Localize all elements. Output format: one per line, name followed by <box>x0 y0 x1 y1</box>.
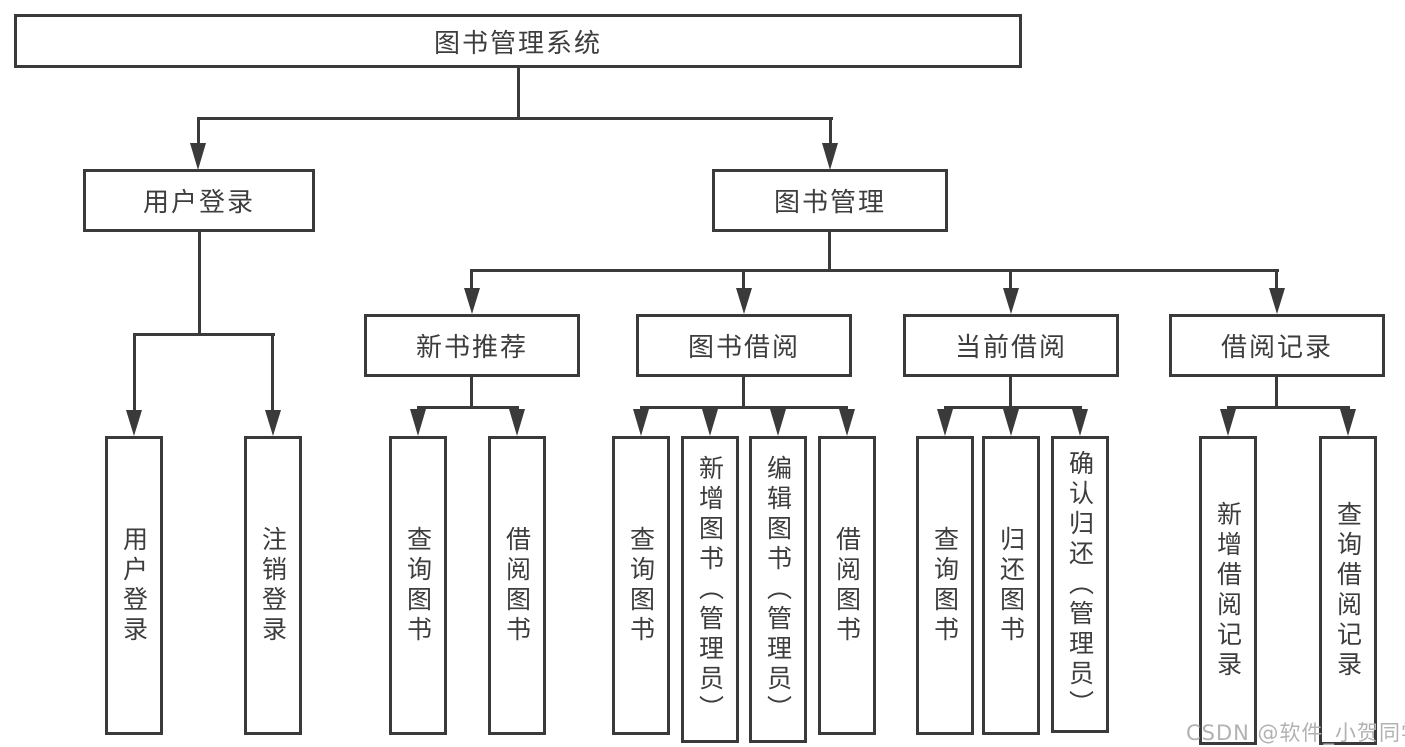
connector-book-management-stem <box>828 232 831 272</box>
leaf-user-login-label: 用户登录 <box>119 525 149 646</box>
arrow-down-icon <box>633 409 649 436</box>
connector-book-borrow-branch <box>640 406 848 409</box>
arrow-down-icon <box>937 409 953 436</box>
arrow-down-icon <box>410 409 426 436</box>
connector-book-borrow-stem <box>742 377 745 407</box>
leaf-borrow-books-recommend-label: 借阅图书 <box>502 525 532 646</box>
connector-current-borrow-stem <box>1009 377 1012 407</box>
arrow-down-icon <box>1269 288 1285 314</box>
leaf-query-books-borrow: 查询图书 <box>612 436 670 735</box>
node-root-label: 图书管理系统 <box>433 28 602 59</box>
connector-drop-book-borrow <box>742 272 745 288</box>
connector-drop-book-management <box>829 119 832 144</box>
leaf-edit-book-admin: 编辑图书（管理员） <box>749 436 807 743</box>
node-book-management-label: 图书管理 <box>773 188 886 218</box>
arrow-down-icon <box>1003 288 1019 314</box>
leaf-borrow-books: 借阅图书 <box>818 436 876 735</box>
connector-drop-login-leaf <box>133 335 136 410</box>
node-user-login: 用户登录 <box>83 169 315 232</box>
connector-new-book-branch <box>417 406 519 409</box>
connector-current-borrow-branch <box>944 406 1082 409</box>
watermark-text: CSDN @软件_小贺同学 <box>1186 721 1405 745</box>
arrow-down-icon <box>1072 409 1088 436</box>
node-root: 图书管理系统 <box>14 14 1022 68</box>
leaf-query-books-recommend-label: 查询图书 <box>403 525 433 646</box>
node-current-borrow-label: 当前借阅 <box>954 333 1067 363</box>
node-book-borrow-label: 图书借阅 <box>687 333 800 363</box>
connector-borrow-records-branch <box>1227 406 1350 409</box>
leaf-confirm-return-admin-label: 确认归还（管理员） <box>1065 449 1095 720</box>
leaf-return-book-label: 归还图书 <box>996 525 1026 646</box>
connector-drop-new-book <box>470 272 473 288</box>
arrow-down-icon <box>464 288 480 314</box>
connector-new-book-stem <box>470 377 473 407</box>
leaf-borrow-books-label: 借阅图书 <box>832 525 862 646</box>
arrow-down-icon <box>1220 409 1236 436</box>
arrow-down-icon <box>839 409 855 436</box>
arrow-down-icon <box>265 410 281 436</box>
connector-book-management-branch <box>470 269 1279 272</box>
leaf-query-borrow-record-label: 查询借阅记录 <box>1333 500 1363 681</box>
connector-user-login-stem <box>198 232 201 335</box>
leaf-query-borrow-record: 查询借阅记录 <box>1319 436 1377 745</box>
leaf-borrow-books-recommend: 借阅图书 <box>488 436 546 735</box>
leaf-add-borrow-record: 新增借阅记录 <box>1199 436 1257 745</box>
node-new-book-recommend-label: 新书推荐 <box>415 333 528 363</box>
node-book-borrow: 图书借阅 <box>636 314 852 377</box>
arrow-down-icon <box>770 409 786 436</box>
arrow-down-icon <box>126 410 142 436</box>
node-user-login-label: 用户登录 <box>142 188 255 218</box>
connector-drop-user-login <box>197 119 200 144</box>
leaf-query-books-current-label: 查询图书 <box>930 525 960 646</box>
node-current-borrow: 当前借阅 <box>903 314 1119 377</box>
connector-borrow-records-stem <box>1275 377 1278 407</box>
arrow-down-icon <box>509 409 525 436</box>
connector-root-branch <box>197 117 833 120</box>
leaf-add-borrow-record-label: 新增借阅记录 <box>1213 500 1243 681</box>
arrow-down-icon <box>1003 409 1019 436</box>
arrow-down-icon <box>190 143 206 170</box>
arrow-down-icon <box>736 288 752 314</box>
leaf-add-book-admin: 新增图书（管理员） <box>681 436 739 743</box>
leaf-return-book: 归还图书 <box>982 436 1040 735</box>
node-borrow-records-label: 借阅记录 <box>1220 333 1333 363</box>
connector-drop-borrow-records <box>1275 272 1278 288</box>
connector-drop-current-borrow <box>1009 272 1012 288</box>
arrow-down-icon <box>822 143 838 170</box>
leaf-logout: 注销登录 <box>244 436 302 735</box>
leaf-add-book-admin-label: 新增图书（管理员） <box>695 454 725 725</box>
node-borrow-records: 借阅记录 <box>1169 314 1385 377</box>
node-book-management: 图书管理 <box>712 169 948 232</box>
leaf-user-login: 用户登录 <box>105 436 163 735</box>
leaf-edit-book-admin-label: 编辑图书（管理员） <box>763 454 793 725</box>
leaf-logout-label: 注销登录 <box>258 525 288 646</box>
node-new-book-recommend: 新书推荐 <box>364 314 580 377</box>
leaf-query-books-recommend: 查询图书 <box>389 436 447 735</box>
connector-root-stem <box>517 68 520 118</box>
connector-drop-logout-leaf <box>271 335 274 410</box>
arrow-down-icon <box>1340 409 1356 436</box>
leaf-query-books-current: 查询图书 <box>916 436 974 735</box>
leaf-confirm-return-admin: 确认归还（管理员） <box>1051 436 1109 733</box>
connector-user-login-branch <box>133 333 275 336</box>
leaf-query-books-borrow-label: 查询图书 <box>626 525 656 646</box>
arrow-down-icon <box>702 409 718 436</box>
